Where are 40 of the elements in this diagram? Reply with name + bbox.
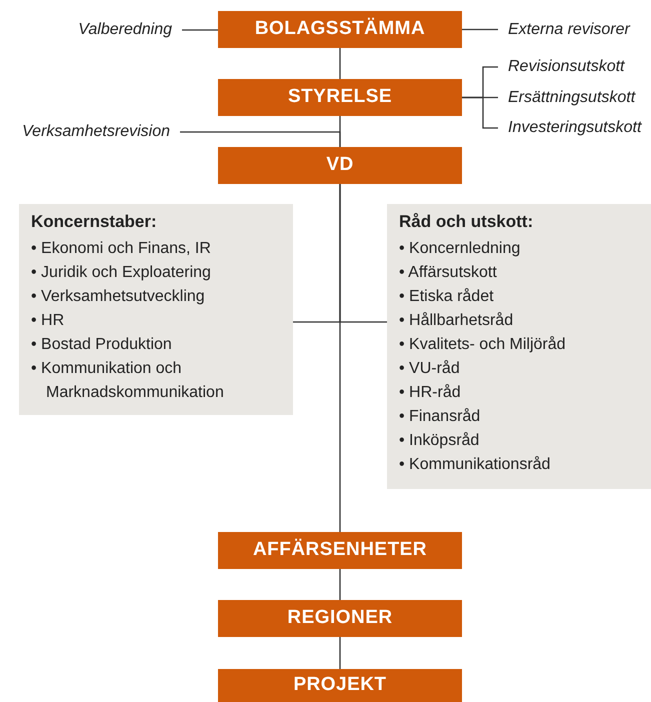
list-item: • Ekonomi och Finans, IR xyxy=(31,239,212,259)
list-item: • Koncernledning xyxy=(399,239,522,259)
org-box: STYRELSE xyxy=(218,79,462,116)
italic-label: Revisionsutskott xyxy=(498,55,651,79)
connector-line xyxy=(339,116,341,147)
list-item: • HR-råd xyxy=(399,383,462,403)
connector-line xyxy=(339,184,341,532)
panel-heading: Råd och utskott: xyxy=(399,211,534,233)
org-box: BOLAGSSTÄMMA xyxy=(218,11,462,48)
list-item: • Juridik och Exploatering xyxy=(31,263,212,283)
list-item: • Finansråd xyxy=(399,407,482,427)
connector-line xyxy=(339,637,341,669)
italic-label: Investeringsutskott xyxy=(498,116,651,140)
connector-line xyxy=(462,96,498,129)
connector-line xyxy=(182,29,218,31)
org-box: REGIONER xyxy=(218,600,462,637)
connector-line xyxy=(462,28,498,30)
italic-label: Externa revisorer xyxy=(498,18,651,42)
list-item: • Kvalitets- och Miljöråd xyxy=(399,335,567,355)
list-item: • Verksamhetsutveckling xyxy=(31,287,206,307)
italic-label: Verksamhetsrevision xyxy=(4,120,180,144)
org-box: AFFÄRSENHETER xyxy=(218,532,462,569)
org-box: VD xyxy=(218,147,462,184)
list-panel xyxy=(387,204,651,489)
list-item: • Kommunikation och Marknadskommunikation xyxy=(31,359,225,403)
list-item: • Inköpsråd xyxy=(399,431,480,451)
list-item: • HR xyxy=(31,311,66,331)
list-item: • VU-råd xyxy=(399,359,461,379)
list-panel xyxy=(19,204,293,415)
list-item: • Hållbarhetsråd xyxy=(399,311,514,331)
list-item: • Affärsutskott xyxy=(399,263,498,283)
panel-heading: Koncernstaber: xyxy=(31,211,157,233)
italic-label: Valberedning xyxy=(50,18,182,42)
list-item: • Kommunikationsråd xyxy=(399,455,552,475)
italic-label: Ersättningsutskott xyxy=(498,86,651,110)
connector-line xyxy=(339,569,341,600)
list-item: • Etiska rådet xyxy=(399,287,495,307)
list-item: • Bostad Produktion xyxy=(31,335,173,355)
connector-line xyxy=(339,48,341,79)
org-box: PROJEKT xyxy=(218,669,462,702)
